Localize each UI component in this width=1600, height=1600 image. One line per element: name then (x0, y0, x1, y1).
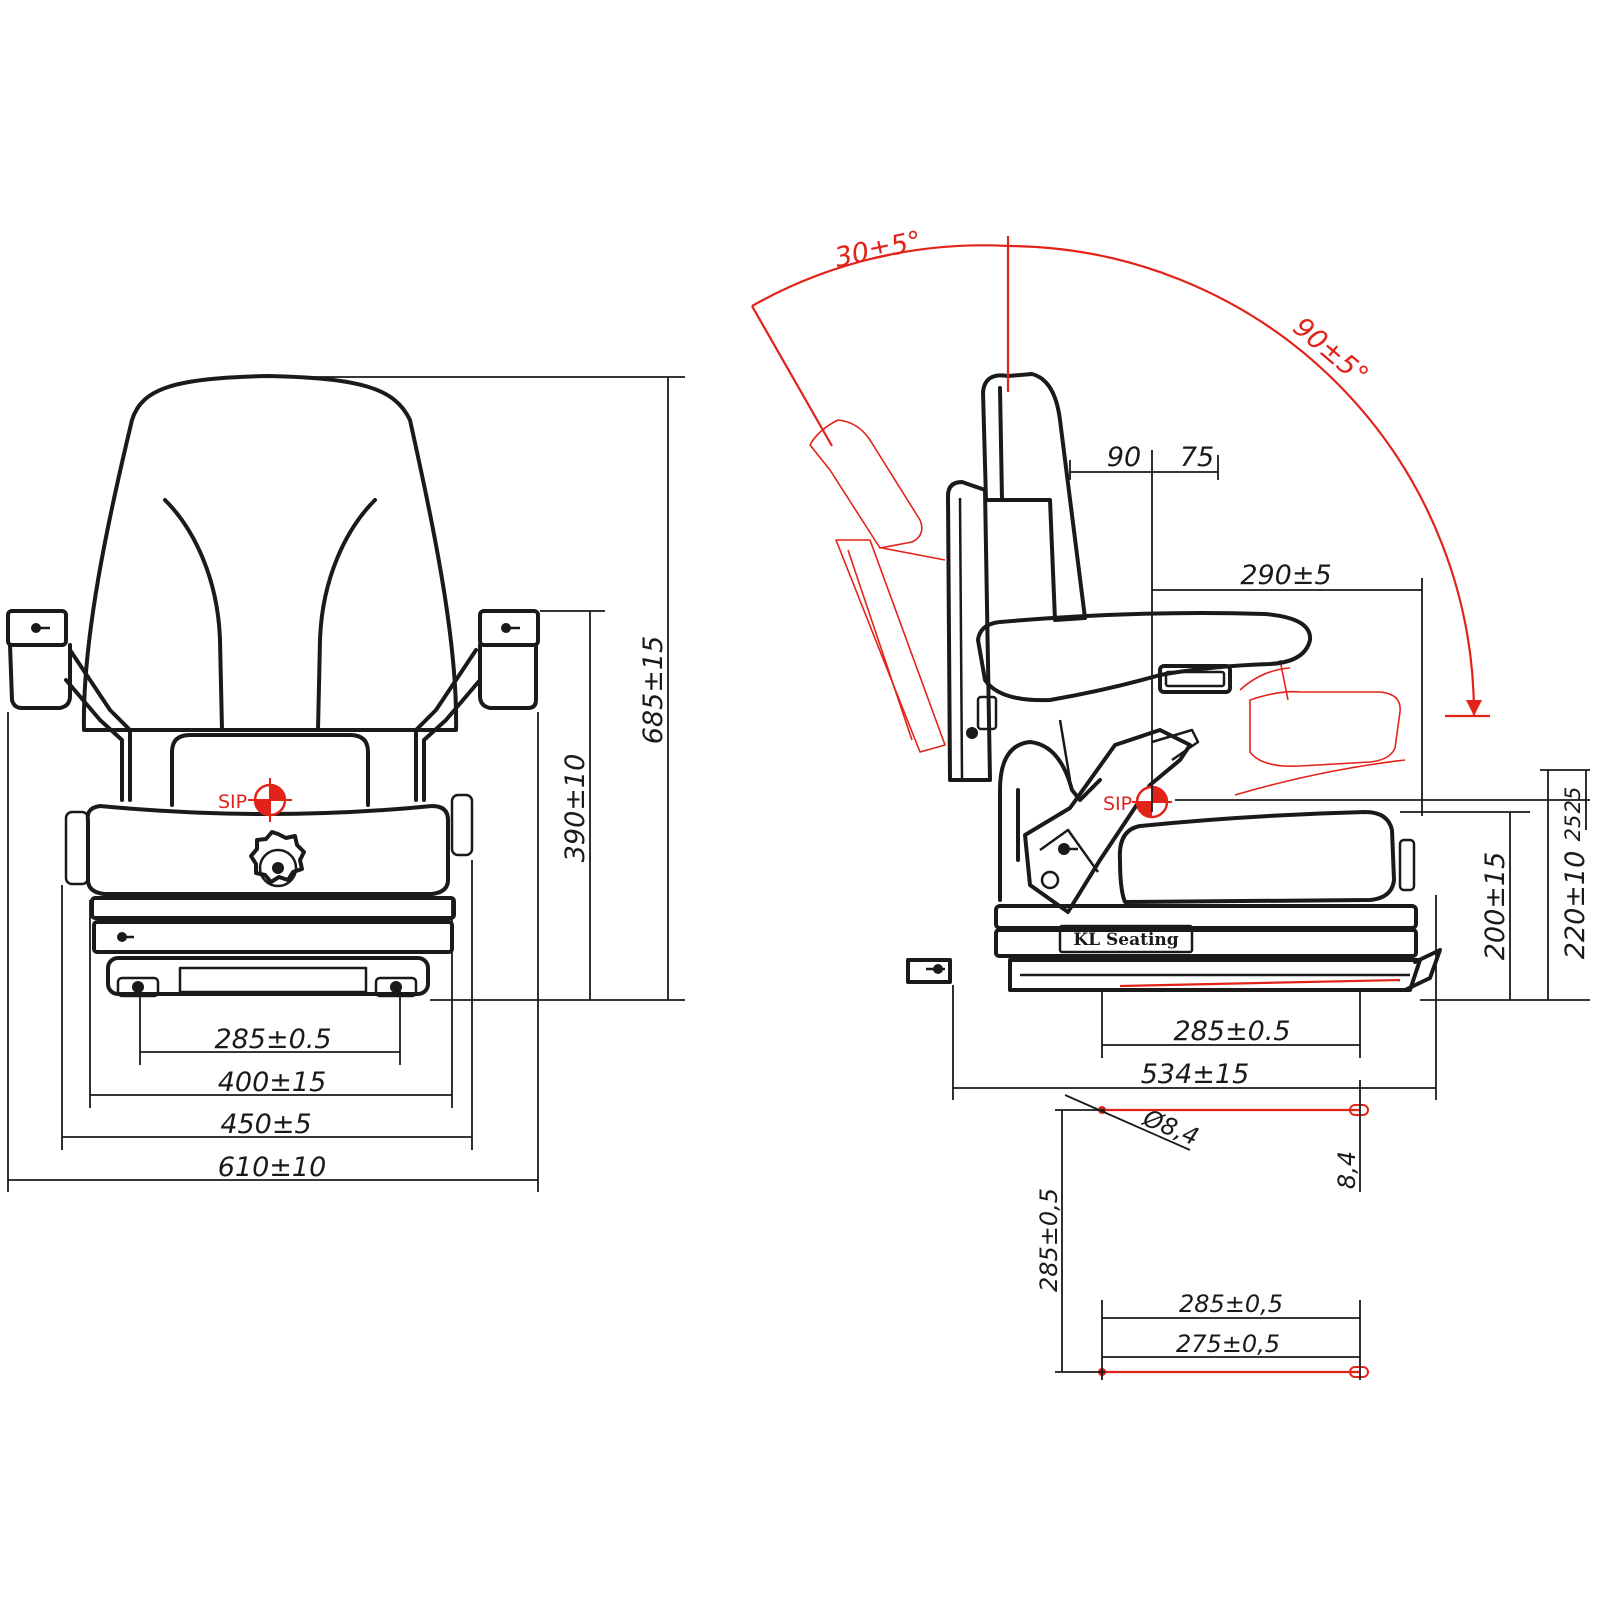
side-sip-label: SIP (1103, 793, 1132, 815)
side-ghost-reclined-seat (809, 419, 1406, 796)
front-armrest-left (6, 609, 132, 802)
dim-front-armrest-height: 390±10 (560, 754, 591, 863)
side-seat-belt (1023, 728, 1200, 914)
dim-front-overall-height: 685±15 (638, 636, 669, 745)
side-height-dimensions: 200±15 220±10 25 25 (1175, 769, 1591, 1001)
front-dimensions: 285±0.5 400±15 450±5 610±10 390±10 685±1… (7, 376, 685, 1192)
front-lumbar-panel (170, 733, 370, 807)
side-armrest (976, 611, 1313, 703)
side-cushion-handle (1398, 838, 1416, 892)
front-view: SIP 285±0.5 400±15 450±5 610±10 (6, 374, 685, 1192)
side-view: KL Seating SIP 30±5° 90±5° (751, 225, 1591, 1100)
front-sip-label: SIP (218, 791, 247, 813)
dim-front-seat-width: 400±15 (218, 1067, 327, 1098)
dim-armrest-angle: 90±5° (1287, 311, 1374, 391)
front-armrest-right (414, 609, 540, 802)
dim-front-frame-width: 450±5 (220, 1109, 311, 1140)
dim-side-overall-length: 534±15 (1141, 1059, 1250, 1090)
side-sip-marker: SIP (1103, 785, 1172, 819)
dim-hole-spacing-bottom: 275±0,5 (1176, 1330, 1280, 1358)
side-seat-cushion (1117, 810, 1396, 904)
front-side-bracket-left (64, 810, 90, 886)
front-backrest-contour-right (316, 498, 377, 732)
front-backrest-contour-left (163, 498, 224, 732)
front-side-bracket-right (450, 793, 474, 857)
side-length-dimensions: 285±0.5 534±15 (952, 895, 1437, 1100)
dim-hole-spacing-vertical: 285±0,5 (1035, 1188, 1063, 1292)
dim-side-overall-seat-height: 220±10 (1560, 851, 1591, 960)
dim-sip-front-offset: 75 (1180, 442, 1214, 473)
dim-front-overall-width: 610±10 (218, 1152, 327, 1183)
side-pivot-frame (998, 719, 1102, 902)
dim-side-adjust-upper: 25 (1561, 787, 1585, 814)
dim-side-sip-height: 200±15 (1480, 852, 1511, 961)
side-suspension-base: KL Seating (906, 904, 1442, 992)
side-backrest (946, 372, 1087, 782)
side-sip-offset-dimensions: 90 75 290±5 (1069, 442, 1423, 816)
side-brand-label: KL Seating (1073, 930, 1178, 950)
dim-slot-width: 8,4 (1333, 1151, 1361, 1189)
dim-side-mount-length: 285±0.5 (1173, 1016, 1290, 1047)
dim-hole-spacing-top: 285±0,5 (1179, 1290, 1283, 1318)
dim-sip-to-front: 290±5 (1240, 560, 1331, 591)
dim-sip-back-offset: 90 (1107, 442, 1141, 473)
dim-side-adjust-lower: 25 (1561, 815, 1585, 842)
front-adjust-knob (249, 830, 306, 888)
front-backrest (81, 374, 459, 732)
front-sip-marker: SIP (218, 778, 292, 822)
mounting-pattern: Ø8,4 8,4 285±0,5 285±0,5 275±0,5 (1035, 1080, 1369, 1380)
front-suspension-base (90, 896, 456, 998)
dim-backrest-angle: 30±5° (832, 225, 924, 274)
dim-front-mount-width: 285±0.5 (214, 1024, 331, 1055)
front-seat-cushion (85, 804, 450, 896)
